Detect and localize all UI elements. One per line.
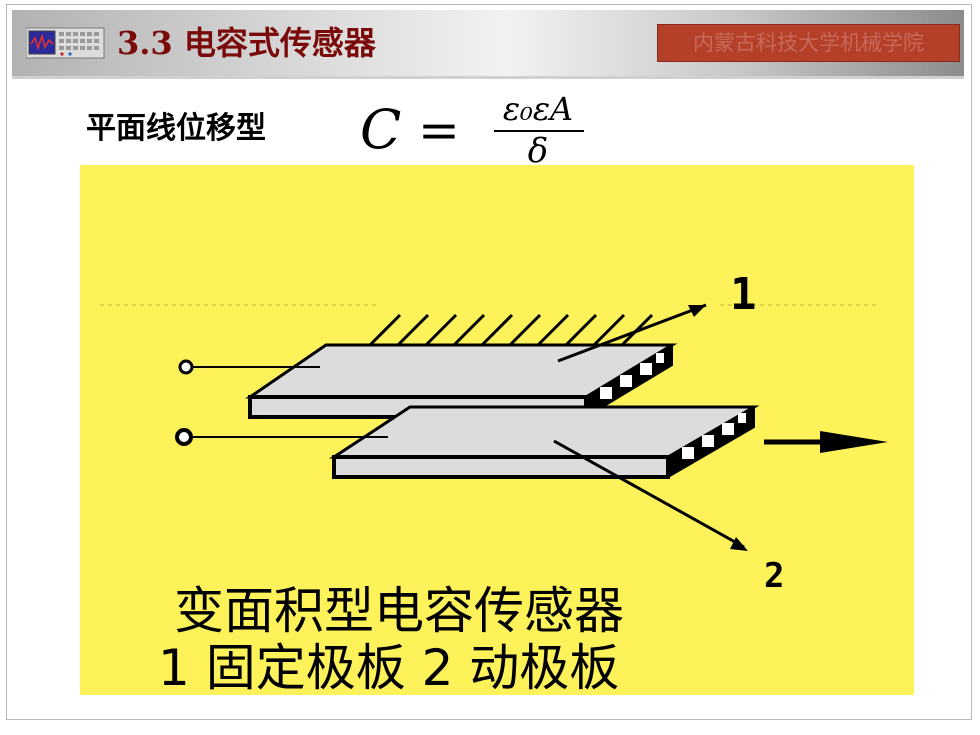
label-moving-plate: 2: [764, 556, 785, 596]
figure-caption-title: 变面积型电容传感器: [174, 582, 624, 640]
motion-arrow: [764, 431, 888, 453]
leader-line-2: [553, 439, 745, 549]
formula-denominator: δ: [527, 131, 549, 171]
fraction-bar: [494, 130, 584, 132]
leader-line-1: [557, 303, 707, 363]
formula-numerator: ε₀εA: [502, 90, 574, 128]
capacitor-plates-diagram: [100, 303, 888, 551]
slide-frame: [6, 4, 972, 720]
label-fixed-plate: 1: [730, 269, 757, 320]
sensor-figure: 1 2 变面积型电容传感器 1 固定极板 2 动极板: [80, 165, 914, 697]
capacitance-formula: C = ε₀εA δ: [360, 90, 610, 170]
institution-badge: 内蒙古科技大学机械学院: [657, 24, 960, 62]
formula-equals: =: [418, 101, 460, 159]
field-hatch-lines: [368, 313, 654, 347]
title-bar-shadow: [12, 76, 964, 79]
leader-arrow-2: [730, 537, 748, 551]
leader-arrow-1: [688, 305, 706, 317]
terminal-leads: [175, 359, 388, 446]
institution-name: 内蒙古科技大学机械学院: [693, 31, 924, 55]
moving-plate: [328, 405, 760, 479]
figure-caption-legend: 1 固定极板 2 动极板: [158, 639, 620, 697]
formula-lhs: C: [360, 98, 402, 161]
section-subtitle: 平面线位移型: [86, 111, 266, 146]
oscilloscope-icon: [26, 27, 105, 59]
slide-title: 3.3 电容式传感器: [117, 24, 376, 62]
